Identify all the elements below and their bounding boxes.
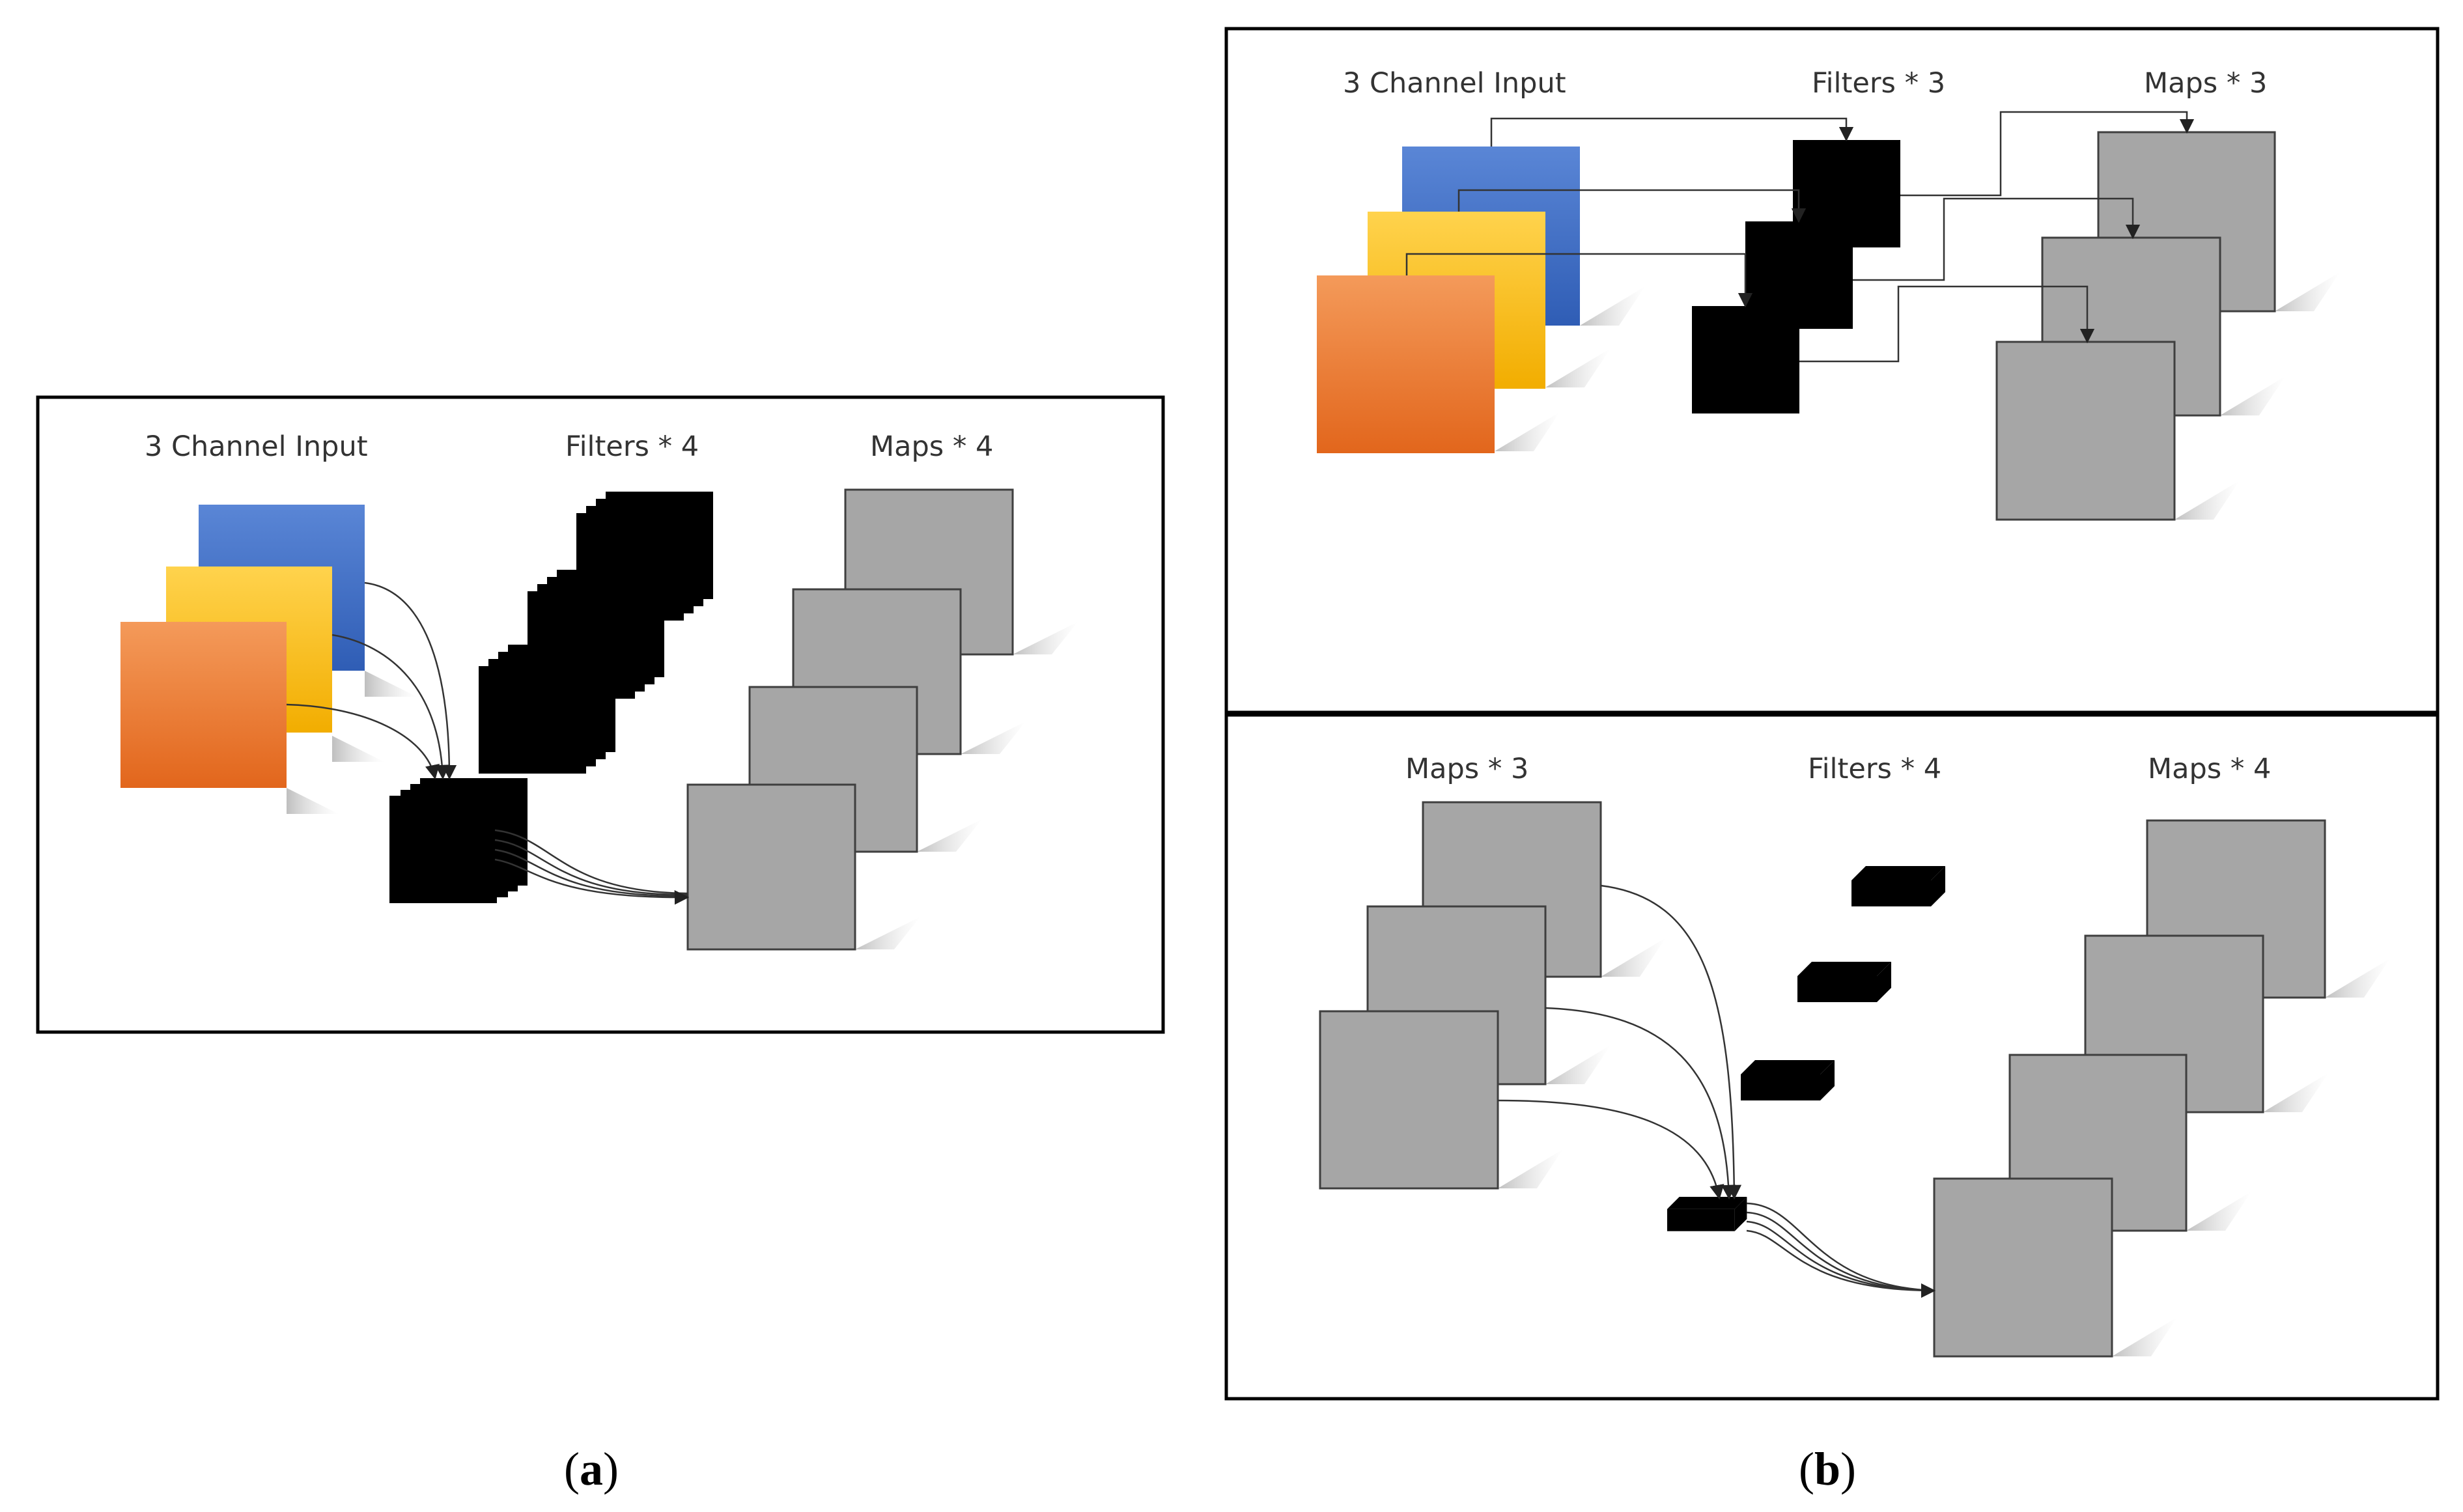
panel-a-maps — [686, 488, 1078, 951]
panel-b-top-maps — [1995, 131, 2340, 521]
panel-b-bottom-input-label: Maps * 3 — [1405, 753, 1528, 785]
panel-b-top-filters-label: Filters * 3 — [1812, 67, 1945, 100]
panel-a-frame — [36, 395, 1165, 1034]
panel-b-bottom: Maps * 3 Filters * 4 Maps * 4 — [1319, 753, 2390, 1358]
panel-a-input-channels — [120, 505, 417, 814]
panel-b-top-channel-orange — [1317, 275, 1495, 453]
panel-a-filters — [389, 492, 713, 903]
panel-b-bottom-filter-3 — [1741, 1060, 1835, 1100]
panel-a-caption-letter: a — [580, 1443, 603, 1495]
panel-b-bottom-filters-label: Filters * 4 — [1808, 753, 1941, 785]
panel-a-maps-label: Maps * 4 — [870, 430, 993, 463]
panel-a-filters-label: Filters * 4 — [565, 430, 699, 463]
panel-b-bottom-filter-2 — [1797, 962, 1891, 1002]
panel-b-top-input-label: 3 Channel Input — [1343, 67, 1566, 100]
panel-a-input-label: 3 Channel Input — [145, 430, 368, 463]
panel-b-caption: (b) — [1799, 1443, 1856, 1495]
panel-a-map-4 — [686, 783, 856, 951]
panel-b-top: 3 Channel Input Filters * 3 Maps * 3 — [1317, 67, 2340, 521]
panel-b-top-maps-label: Maps * 3 — [2144, 67, 2267, 100]
panel-a-filter-active — [389, 778, 528, 903]
panel-b-top-filters — [1692, 140, 1900, 413]
panel-b-bottom-filters — [1667, 866, 1945, 1231]
panel-b-bottom-map-4 — [1933, 1177, 2113, 1358]
panel-a: 3 Channel Input Filters * 4 Maps * 4 — [36, 395, 1165, 1495]
panel-b: 3 Channel Input Filters * 3 Maps * 3 — [1224, 27, 2440, 1495]
panel-b-top-input-channels — [1317, 147, 1645, 453]
panel-b-bottom-maps-label: Maps * 4 — [2148, 753, 2271, 785]
panel-b-bottom-filter-active — [1667, 1197, 1747, 1231]
panel-b-caption-letter: b — [1814, 1443, 1840, 1495]
panel-b-bottom-input-maps — [1319, 801, 1666, 1190]
panel-a-caption: (a) — [564, 1443, 619, 1495]
panel-a-channel-orange — [120, 622, 287, 788]
panel-b-top-filter-3 — [1692, 306, 1799, 413]
panel-b-bottom-connectors — [1497, 884, 1936, 1298]
panel-b-bottom-input-map-3 — [1319, 1010, 1499, 1190]
panel-b-top-connectors — [1405, 111, 2195, 363]
panel-b-bottom-filter-1 — [1851, 866, 1945, 906]
panel-b-top-map-3 — [1995, 341, 2176, 521]
panel-a-filter-3 — [479, 645, 615, 774]
panel-a-connectors — [286, 581, 690, 905]
panel-b-bottom-output-maps — [1933, 819, 2390, 1358]
